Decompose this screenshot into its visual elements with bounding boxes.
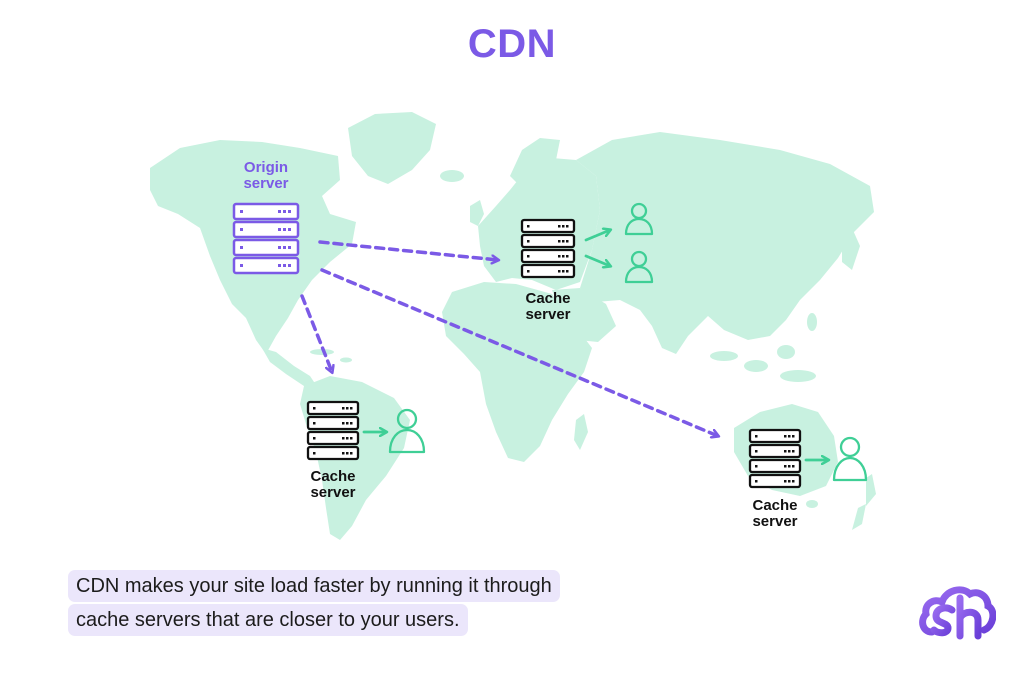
user-icon — [832, 436, 868, 482]
cache-server-europe-icon — [520, 218, 576, 279]
origin-label-line2: server — [243, 175, 289, 192]
cache-europe-label-line2: server — [525, 306, 571, 323]
diagram-title: CDN — [467, 22, 557, 66]
origin-connections — [300, 240, 718, 436]
arrow-origin-to-south-america — [300, 294, 332, 372]
arrow-origin-to-europe — [318, 240, 498, 260]
map-central-america — [262, 348, 318, 388]
cache-south-america-label-line2: server — [310, 484, 356, 501]
cache-server-australia-icon — [748, 428, 802, 489]
cache-server-australia-label: Cache server — [735, 498, 815, 530]
caption-line1: CDN makes your site load faster by runni… — [68, 570, 560, 602]
cache-server-south-america-label: Cache server — [293, 469, 373, 501]
user-icon — [388, 408, 426, 454]
caption: CDN makes your site load faster by runni… — [68, 570, 560, 638]
arrow-europe-user-1 — [584, 230, 610, 242]
cache-europe-label-line1: Cache — [525, 290, 571, 307]
map-africa — [442, 282, 592, 462]
cache-south-america-label-line1: Cache — [310, 468, 356, 485]
origin-label-line1: Origin — [243, 159, 289, 176]
arrow-origin-to-australia — [320, 268, 718, 436]
cache-server-south-america-icon — [306, 400, 360, 461]
map-asia — [576, 132, 874, 354]
arrow-europe-user-2 — [584, 254, 610, 266]
cache-australia-label-line2: server — [752, 513, 798, 530]
cache-australia-label-line1: Cache — [752, 497, 798, 514]
origin-server-icon — [232, 202, 300, 275]
caption-line2: cache servers that are closer to your us… — [68, 604, 468, 636]
brand-logo-icon — [919, 586, 996, 640]
origin-server-label: Origin server — [226, 160, 306, 192]
delivery-arrows — [362, 230, 828, 460]
user-icon — [624, 250, 654, 284]
cache-server-europe-label: Cache server — [508, 291, 588, 323]
user-icon — [624, 202, 654, 236]
map-greenland — [348, 112, 436, 184]
